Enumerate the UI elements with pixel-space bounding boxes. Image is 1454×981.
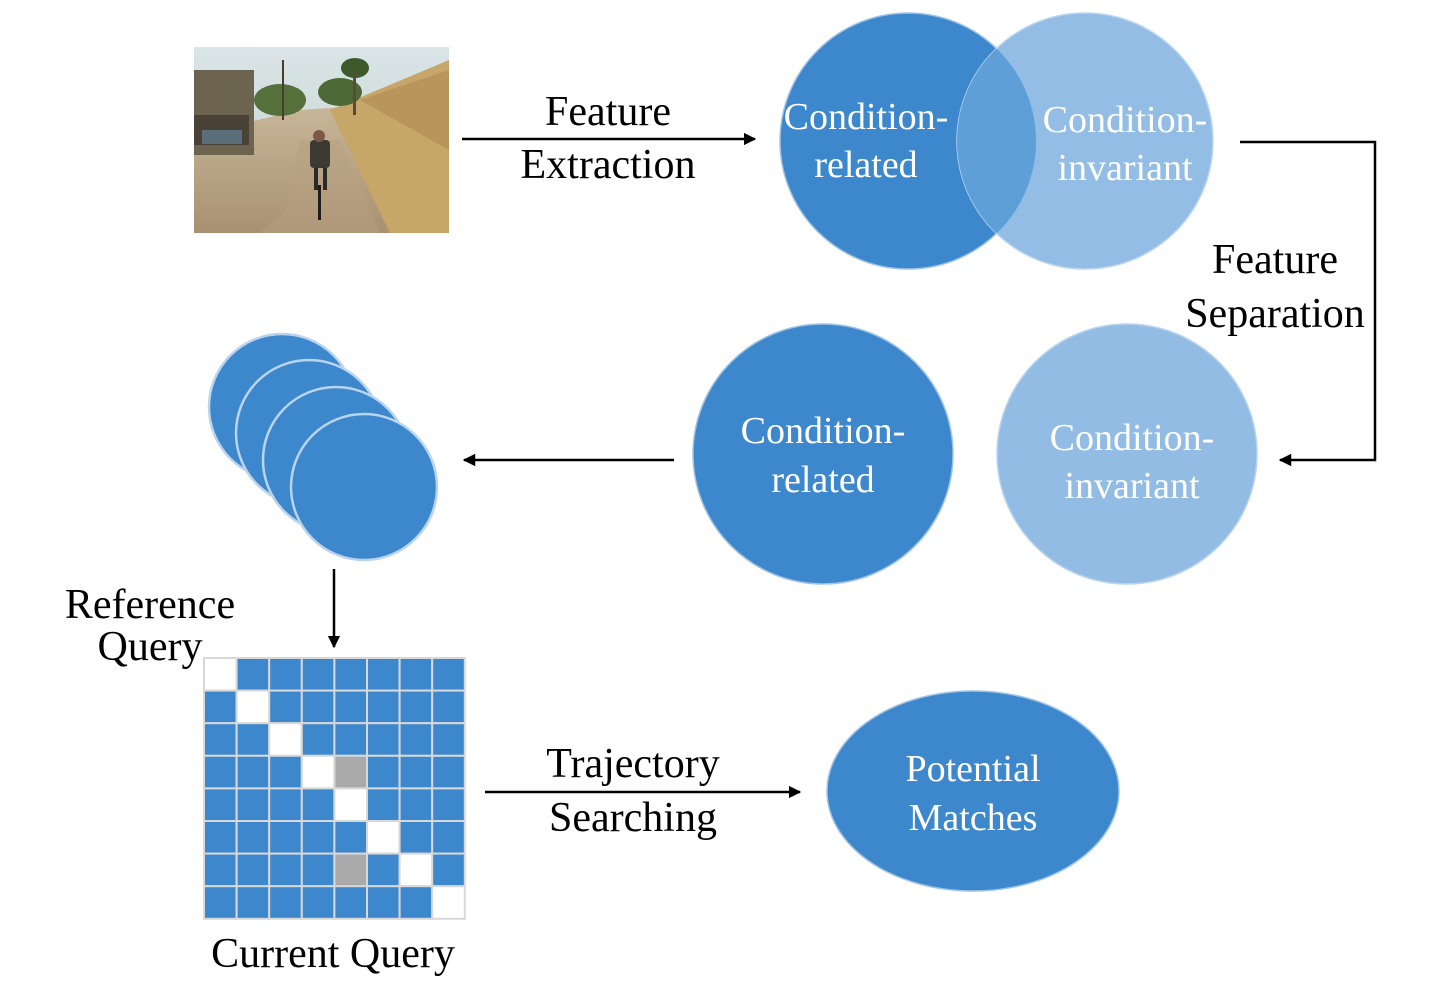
venn-right-label-2: invariant [1057, 147, 1193, 189]
matrix-cell [300, 885, 336, 920]
potential-matches-label-1: Potential [905, 748, 1040, 790]
potential-matches-ellipse [826, 690, 1120, 892]
matrix-cell [235, 787, 271, 823]
matrix-cell [300, 722, 336, 757]
matrix-cell [398, 754, 434, 790]
invariant-label-2: invariant [1064, 465, 1200, 507]
input-image [194, 47, 449, 233]
matrix-cell [300, 820, 336, 855]
matrix-cell [300, 689, 336, 725]
venn-left-label-1: Condition- [784, 96, 949, 138]
matrix-cell [268, 787, 303, 823]
matrix-cell [268, 820, 303, 855]
matrix-cell [203, 852, 238, 888]
matrix-cell [268, 754, 303, 790]
matrix-cell [268, 885, 303, 920]
condition-invariant-circle [996, 323, 1258, 585]
matrix-cell [398, 820, 434, 855]
matrix-cell [431, 754, 466, 790]
matrix-cell [203, 885, 238, 920]
matrix-cell [431, 787, 466, 823]
related-label-2: related [771, 459, 874, 501]
matrix-cell [398, 722, 434, 757]
matrix-cell [366, 754, 401, 790]
matrix-cell [268, 689, 303, 725]
matrix-cell [366, 885, 401, 920]
matrix-cell [333, 657, 368, 692]
similarity-matrix [203, 657, 466, 920]
matrix-cell [431, 689, 466, 725]
current-query-label: Current Query [211, 931, 455, 977]
reference-query-label-2: Query [98, 624, 203, 670]
matrix-cell [203, 657, 238, 692]
feature-separation-label-2: Separation [1185, 291, 1365, 337]
matrix-cell [333, 754, 368, 790]
matrix-cell [235, 722, 271, 757]
matrix-cell [268, 657, 303, 692]
matrix-cell [203, 689, 238, 725]
matrix-cell [366, 657, 401, 692]
trajectory-searching-label-1: Trajectory [546, 741, 719, 787]
venn-left-label-2: related [814, 144, 917, 186]
venn-right-label-1: Condition- [1043, 99, 1208, 141]
matrix-cell [333, 820, 368, 855]
matrix-cell [431, 722, 466, 757]
matrix-cell [366, 722, 401, 757]
condition-related-circle [692, 323, 954, 585]
matrix-cell [366, 820, 401, 855]
matrix-cell [203, 820, 238, 855]
matrix-cell [203, 722, 238, 757]
matrix-cell [398, 852, 434, 888]
matrix-cell [431, 852, 466, 888]
matrix-cell [235, 820, 271, 855]
matrix-cell [398, 885, 434, 920]
venn-diagram: Condition- related Condition- invariant [779, 12, 1214, 270]
arrow-feature-separation [1240, 140, 1377, 467]
matrix-cell [300, 852, 336, 888]
matrix-cell [333, 722, 368, 757]
feature-extraction-label-1: Feature [545, 89, 671, 135]
matrix-cell [366, 787, 401, 823]
matrix-cell [366, 689, 401, 725]
reference-query-label-1: Reference [65, 582, 235, 628]
matrix-cell [235, 754, 271, 790]
matrix-cell [333, 885, 368, 920]
matrix-cell [431, 885, 466, 920]
feature-separation-label-1: Feature [1212, 237, 1338, 283]
related-label-1: Condition- [741, 410, 906, 452]
matrix-cell [333, 852, 368, 888]
matrix-cell [235, 657, 271, 692]
feature-stack [207, 332, 439, 562]
matrix-cell [235, 885, 271, 920]
matrix-cell [300, 787, 336, 823]
matrix-cell [300, 657, 336, 692]
matrix-cell [300, 754, 336, 790]
matrix-cell [235, 689, 271, 725]
matrix-cell [268, 852, 303, 888]
matrix-cell [333, 689, 368, 725]
matrix-cell [235, 852, 271, 888]
matrix-cell [398, 787, 434, 823]
matrix-cell [431, 657, 466, 692]
matrix-cell [203, 787, 238, 823]
matrix-cell [333, 787, 368, 823]
stack-circle-4 [289, 412, 439, 562]
matrix-cell [398, 689, 434, 725]
potential-matches-label-2: Matches [909, 797, 1038, 839]
matrix-cell [203, 754, 238, 790]
feature-extraction-label-2: Extraction [521, 142, 696, 188]
matrix-cell [398, 657, 434, 692]
matrix-cell [366, 852, 401, 888]
matrix-cell [268, 722, 303, 757]
trajectory-searching-label-2: Searching [549, 795, 717, 841]
matrix-cell [431, 820, 466, 855]
invariant-label-1: Condition- [1050, 417, 1215, 459]
